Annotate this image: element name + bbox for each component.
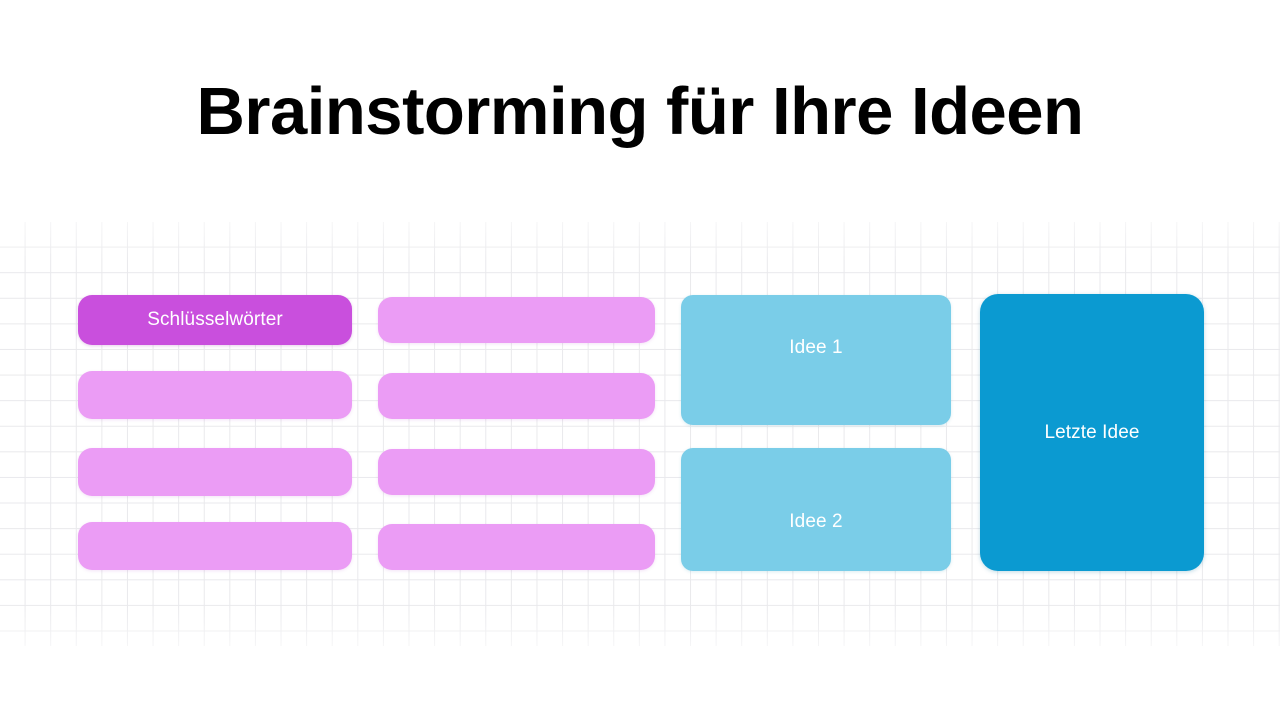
brainstorm-board-canvas[interactable]: Schlüsselwörter Idee 1 Idee 2 Letzte Ide… bbox=[0, 222, 1280, 646]
card-final-idea[interactable]: Letzte Idee bbox=[980, 294, 1204, 571]
card-label: Letzte Idee bbox=[1044, 421, 1140, 443]
card-label: Idee 2 bbox=[789, 510, 843, 532]
card-label: Idee 1 bbox=[789, 337, 843, 358]
card-keyword-left-2[interactable] bbox=[78, 371, 352, 419]
card-keyword-right-3[interactable] bbox=[378, 449, 655, 495]
page-title: Brainstorming für Ihre Ideen bbox=[196, 74, 1084, 149]
card-keyword-left-3[interactable] bbox=[78, 448, 352, 496]
card-idea-1[interactable]: Idee 1 bbox=[681, 295, 951, 425]
card-keywords-primary[interactable]: Schlüsselwörter bbox=[78, 295, 352, 345]
card-keyword-right-2[interactable] bbox=[378, 373, 655, 419]
card-keyword-right-4[interactable] bbox=[378, 524, 655, 570]
card-idea-2[interactable]: Idee 2 bbox=[681, 448, 951, 571]
card-label: Schlüsselwörter bbox=[147, 309, 283, 330]
card-keyword-left-4[interactable] bbox=[78, 522, 352, 570]
card-keyword-right-1[interactable] bbox=[378, 297, 655, 343]
